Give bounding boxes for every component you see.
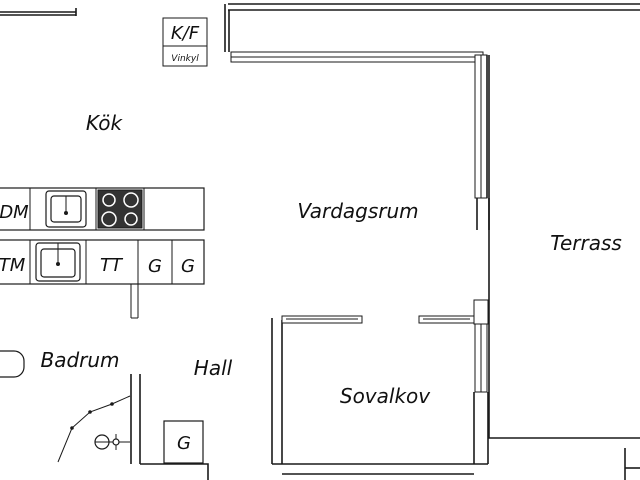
upper-counter-dividers <box>29 188 145 230</box>
shower-screen <box>57 395 131 463</box>
hall-bottom-wall <box>140 463 209 480</box>
living-room-label: Vardagsrum <box>297 199 418 223</box>
lower-sink-drain <box>56 262 60 266</box>
living-right-wall-mid <box>476 198 490 230</box>
lower-counter-dividers <box>29 240 173 284</box>
hall-label: Hall <box>194 356 233 380</box>
cabinet-1-label: G <box>148 256 162 277</box>
stove-burner-3 <box>101 211 117 227</box>
upper-sink-drain <box>64 211 68 215</box>
labels: K/F Vinkyl Kök Vardagsrum Terrass Badrum… <box>0 23 622 454</box>
washer-dryer-box <box>162 17 208 67</box>
alcove-left-wall <box>271 318 283 464</box>
washer-dryer-label: K/F <box>171 23 200 44</box>
bathroom-fixtures <box>0 350 131 463</box>
bathroom-right-wall <box>130 374 141 464</box>
kitchen-counters <box>0 187 205 319</box>
alcove-right-door-frame <box>473 299 489 325</box>
lower-counter <box>0 239 205 285</box>
terrace-label: Terrass <box>550 231 622 255</box>
cabinet-2-label: G <box>181 256 195 277</box>
stove-burner-1 <box>102 193 116 207</box>
sleeping-alcove-label: Sovalkov <box>340 384 431 408</box>
dishwasher-label: TM <box>0 255 26 276</box>
stove-burner-4 <box>124 212 138 226</box>
hall-cabinet <box>163 420 204 464</box>
bathroom-label: Badrum <box>40 348 119 372</box>
alcove-right-wall <box>473 392 489 464</box>
bathroom-washbasin <box>0 350 25 378</box>
hall-cabinet-label: G <box>177 433 191 454</box>
dryer-label: TT <box>100 255 124 276</box>
walls <box>0 3 640 480</box>
lower-counter-panel <box>130 284 139 319</box>
living-top-wall <box>224 4 230 52</box>
top-window-left <box>0 11 76 16</box>
top-exterior-wall <box>228 3 640 11</box>
vinyl-label: Vinkyl <box>171 54 199 64</box>
terrace-wall <box>488 55 640 439</box>
microwave-label: DM <box>0 202 29 223</box>
kitchen-label: Kök <box>86 111 124 135</box>
stove-burner-2 <box>123 192 139 208</box>
